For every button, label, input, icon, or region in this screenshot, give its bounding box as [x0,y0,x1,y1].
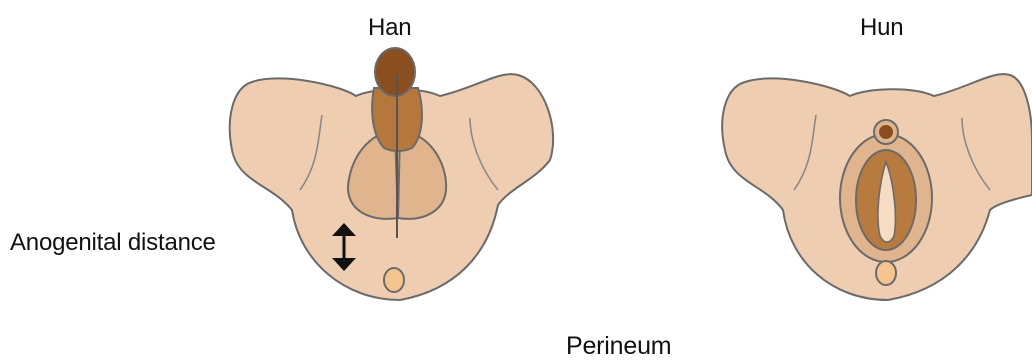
penis-glans [375,48,415,96]
clitoris [879,125,893,139]
female-perineum-figure [722,74,1032,300]
anogenital-distance-label: Anogenital distance [10,231,216,255]
right-figure-label: Hun [860,16,903,40]
male-anus [384,268,404,292]
female-anus [876,261,896,285]
left-figure-label: Han [368,16,411,40]
male-perineum-figure [230,48,553,300]
bottom-caption-label: Perineum [566,334,671,359]
